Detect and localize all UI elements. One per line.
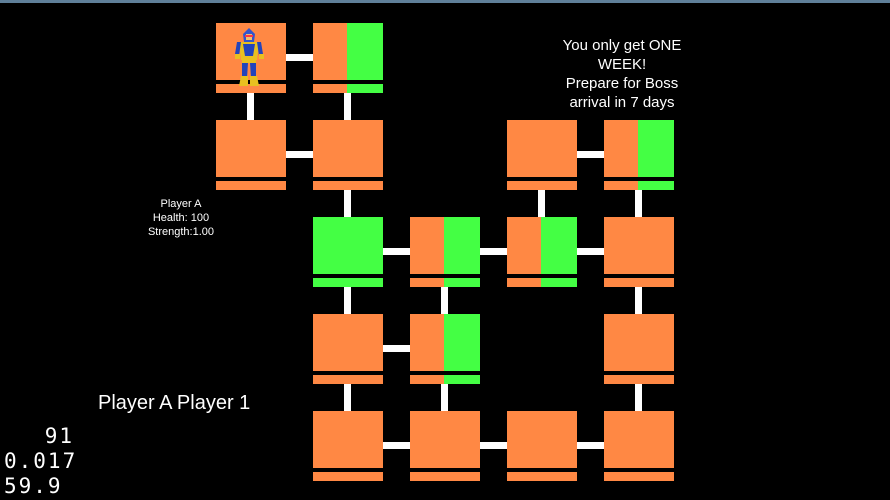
room-connector	[577, 442, 604, 449]
room-status-strip	[313, 375, 383, 384]
room-connector	[344, 190, 351, 217]
room-connector	[635, 384, 642, 411]
message-line: You only get ONE	[562, 37, 682, 54]
room-body	[313, 411, 383, 468]
room-status-strip	[507, 278, 577, 287]
player-health: Health: 100	[152, 212, 210, 224]
room-connector	[247, 93, 254, 120]
window-top-border	[0, 0, 890, 3]
room-tile[interactable]	[604, 217, 674, 287]
room-unexplored-part	[313, 23, 347, 80]
room-explored-part	[347, 23, 383, 80]
room-tile[interactable]	[507, 411, 577, 481]
room-tile[interactable]	[604, 314, 674, 384]
room-status-strip	[507, 181, 577, 190]
room-connector	[577, 151, 604, 158]
room-body	[216, 120, 286, 177]
room-body	[507, 217, 577, 274]
room-connector	[383, 442, 410, 449]
player-character-icon	[235, 28, 264, 86]
room-tile[interactable]	[216, 23, 286, 93]
room-status-strip	[216, 181, 286, 190]
room-status-strip	[216, 84, 286, 93]
room-status-strip	[604, 472, 674, 481]
room-status-strip	[313, 278, 383, 287]
room-status-strip	[604, 278, 674, 287]
room-explored-part	[541, 217, 577, 274]
room-explored-part	[638, 120, 674, 177]
room-connector	[480, 442, 507, 449]
message-line: WEEK!	[597, 56, 647, 73]
player-stats-panel: Player A Health: 100 Strength:1.00	[136, 197, 226, 239]
room-status-strip	[313, 84, 383, 93]
debug-line: 0.017	[4, 449, 78, 473]
room-connector	[441, 384, 448, 411]
room-body	[604, 120, 674, 177]
room-tile[interactable]	[313, 314, 383, 384]
room-tile[interactable]	[313, 23, 383, 93]
room-status-strip	[313, 181, 383, 190]
room-body	[507, 411, 577, 468]
room-body	[410, 217, 480, 274]
room-connector	[383, 248, 410, 255]
room-unexplored-part	[604, 120, 638, 177]
room-body	[507, 120, 577, 177]
room-body	[604, 217, 674, 274]
room-tile[interactable]	[507, 217, 577, 287]
room-tile[interactable]	[313, 411, 383, 481]
room-tile[interactable]	[410, 411, 480, 481]
room-connector	[577, 248, 604, 255]
room-body	[313, 23, 383, 80]
room-connector	[344, 384, 351, 411]
boss-warning-message: You only get ONE WEEK! Prepare for Boss …	[540, 36, 704, 112]
room-connector	[383, 345, 410, 352]
player-name: Player A	[160, 198, 202, 210]
debug-line: 59.9	[4, 474, 63, 498]
room-connector	[344, 287, 351, 314]
room-tile[interactable]	[507, 120, 577, 190]
room-body	[313, 314, 383, 371]
room-explored-part	[444, 217, 480, 274]
room-explored-part	[444, 314, 480, 371]
room-status-strip	[410, 278, 480, 287]
room-tile[interactable]	[313, 217, 383, 287]
room-status-strip	[604, 181, 674, 190]
debug-line: 91	[44, 424, 74, 448]
players-label: Player A Player 1	[98, 392, 251, 414]
room-body	[410, 411, 480, 468]
room-tile[interactable]	[216, 120, 286, 190]
room-body	[313, 217, 383, 274]
room-unexplored-part	[410, 314, 444, 371]
room-tile[interactable]	[410, 217, 480, 287]
room-connector	[635, 190, 642, 217]
room-status-strip	[313, 472, 383, 481]
room-tile[interactable]	[604, 411, 674, 481]
room-tile[interactable]	[604, 120, 674, 190]
room-body	[313, 120, 383, 177]
room-connector	[286, 54, 313, 61]
room-connector	[344, 93, 351, 120]
room-connector	[441, 287, 448, 314]
room-connector	[480, 248, 507, 255]
message-line: Prepare for Boss	[565, 75, 679, 92]
player-strength: Strength:1.00	[147, 226, 215, 238]
room-body	[604, 411, 674, 468]
room-connector	[538, 190, 545, 217]
room-status-strip	[410, 375, 480, 384]
room-tile[interactable]	[410, 314, 480, 384]
room-connector	[635, 287, 642, 314]
room-connector	[286, 151, 313, 158]
room-tile[interactable]	[313, 120, 383, 190]
room-status-strip	[604, 375, 674, 384]
room-unexplored-part	[507, 217, 541, 274]
room-status-strip	[507, 472, 577, 481]
room-body	[604, 314, 674, 371]
debug-readout: 91 0.017 59.9	[4, 424, 77, 499]
message-line: arrival in 7 days	[569, 94, 675, 111]
room-unexplored-part	[410, 217, 444, 274]
room-body	[410, 314, 480, 371]
room-status-strip	[410, 472, 480, 481]
